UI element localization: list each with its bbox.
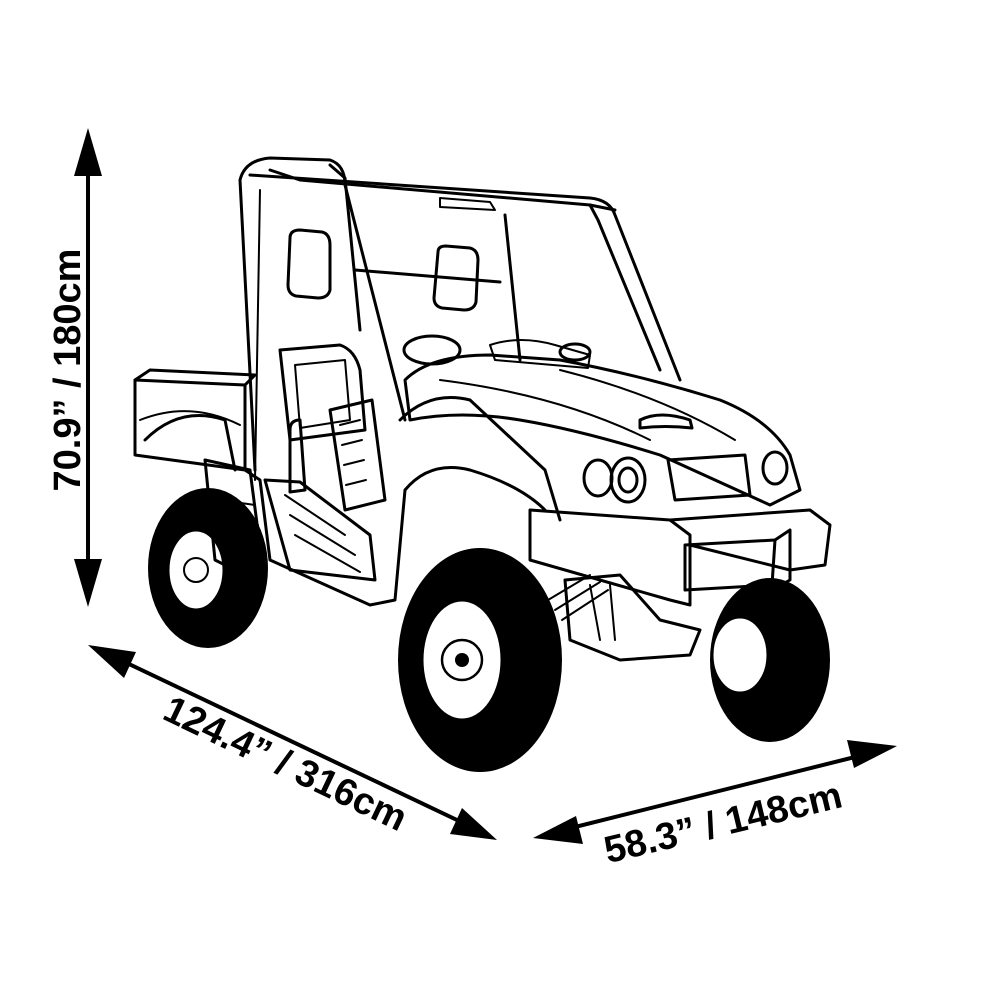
hood [403,339,802,507]
utv-illustration [133,156,832,772]
rear-left-wheel [148,488,268,648]
width-dimension-arrow [533,740,897,844]
rear-right-wheel [710,578,830,742]
height-dimension-arrow [74,128,102,607]
cargo-bed [133,368,257,472]
height-dimension-label: 70.9” / 180cm [47,249,89,492]
front-left-wheel [398,548,562,772]
steering-wheel [402,334,462,366]
roll-cage [238,156,682,481]
length-dimension-label: 124.4” / 316cm [157,688,413,840]
front-fascia [528,450,832,662]
length-dimension-arrow [88,645,497,840]
seat [278,343,367,442]
